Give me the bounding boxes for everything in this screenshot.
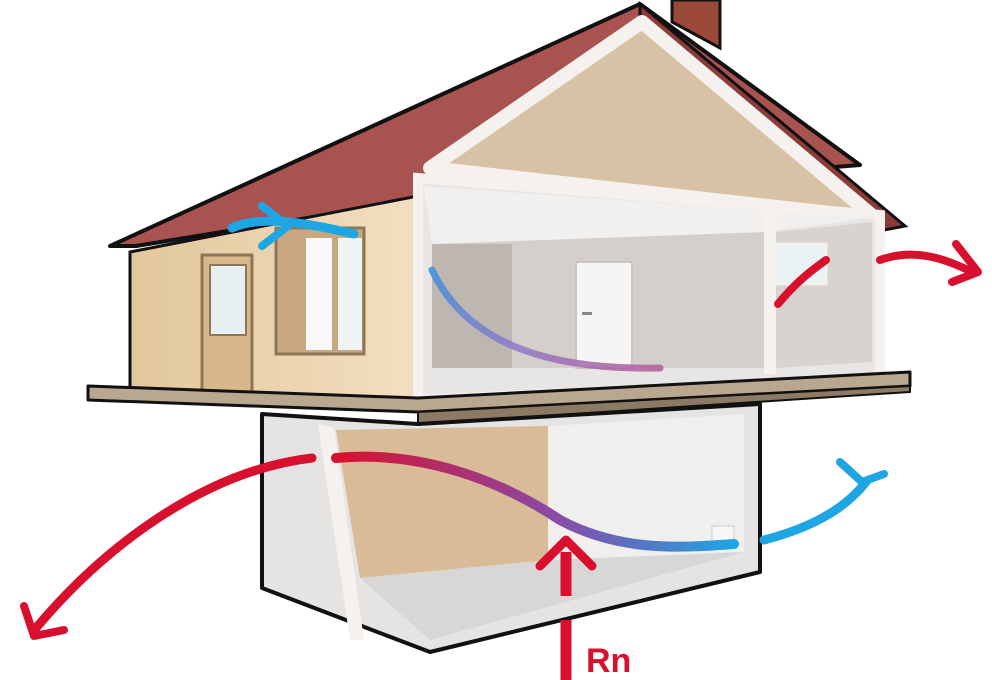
radon-basement-arrow-head [535,535,597,571]
interior-door-handle [582,312,592,315]
interior-ceiling [424,186,870,244]
basement-airflow [331,451,739,552]
red-outflow-arrowhead [948,240,982,286]
basement-floor [360,552,744,640]
red-exhaust-left-head [20,602,68,640]
radon-label: Rn [586,642,632,680]
blue-air-basement-inflow-head [836,458,888,486]
chimney [670,0,722,51]
room-airflow [428,266,664,372]
window-glass-right [338,238,362,350]
basement-right-wall [548,414,744,560]
red-air-outflow-icon [774,256,830,308]
basement-back-wall [336,426,548,578]
interior-side-wall [432,244,512,368]
door-window [209,264,247,336]
interior-partition [764,214,776,374]
floor-slab-front [417,384,911,426]
blue-air-basement-inflow [759,477,871,545]
blue-air-inflow-head [258,202,292,250]
basement-cut-edge [318,424,364,640]
red-air-outflow-exterior [876,250,976,276]
window-glass-left [306,238,332,350]
red-exhaust-left [31,453,317,633]
